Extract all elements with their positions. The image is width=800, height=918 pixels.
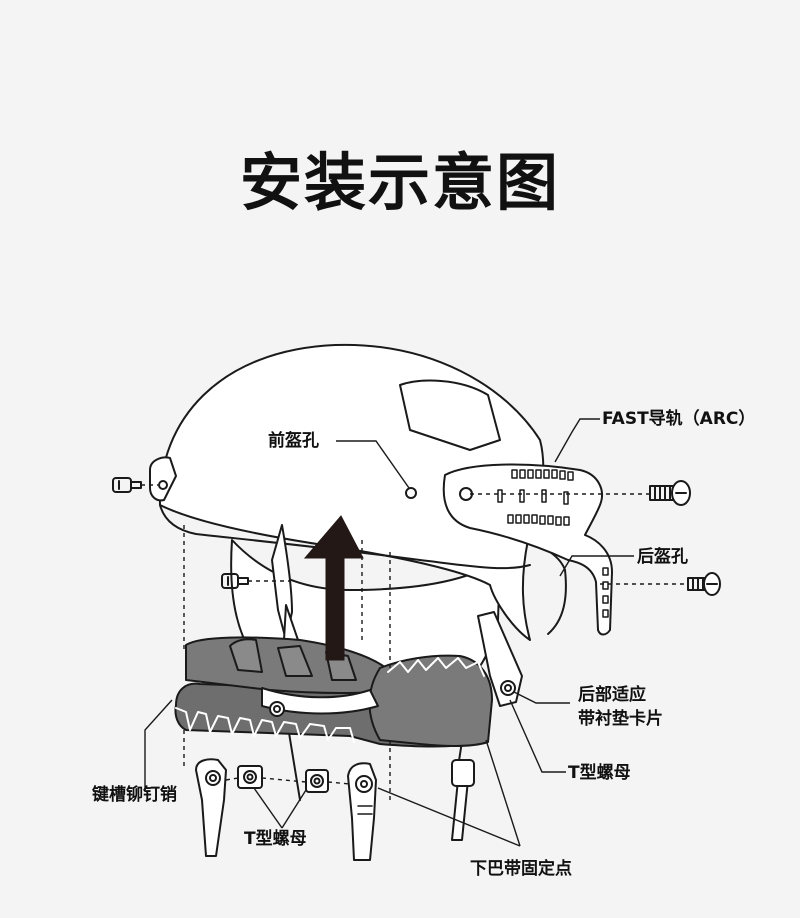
screw-right-top-icon	[649, 480, 691, 506]
label-rear-clip-line2: 带衬垫卡片	[578, 709, 663, 729]
left-strap-rivet	[205, 770, 221, 786]
rear-strap-buckle	[451, 759, 475, 787]
pad-ruffle	[387, 657, 485, 677]
helmet-top-panel	[399, 379, 501, 451]
label-key-rivet: 键槽铆钉销	[92, 785, 177, 805]
rail-slots	[497, 469, 609, 618]
label-front-hole: 前盔孔	[268, 431, 319, 451]
label-rear-hole: 后盔孔	[637, 547, 688, 567]
pad-rivet-1	[269, 701, 285, 717]
t-nut-left-icon	[237, 765, 263, 789]
pad-ring-teeth	[175, 707, 355, 743]
right-strap-rivet	[355, 775, 373, 793]
label-t-nut-right: T型螺母	[568, 763, 631, 783]
front-helmet-hole	[405, 487, 417, 499]
screw-left-top-icon	[112, 477, 142, 493]
rear-clip-nut	[500, 680, 516, 696]
dashed-guide-lines	[141, 484, 688, 800]
front-tab-hole	[158, 480, 168, 490]
pad-strap	[261, 687, 379, 715]
front-tab	[149, 456, 177, 502]
page-title: 安装示意图	[239, 146, 560, 219]
label-chin-point: 下巴带固定点	[470, 859, 572, 879]
label-rear-clip-line1: 后部适应	[578, 685, 646, 705]
t-nut-middle-icon	[305, 769, 329, 793]
label-t-nut-bottom: T型螺母	[244, 829, 307, 849]
leader-lines	[144, 418, 634, 847]
pad-side	[368, 654, 493, 747]
label-fast-rail: FAST导轨（ARC）	[602, 409, 756, 429]
pad-rivet-1-inner	[273, 705, 281, 713]
install-direction-arrow-icon	[303, 515, 364, 661]
pad-top-pieces	[229, 638, 357, 681]
screw-right-bottom-icon	[687, 572, 721, 596]
fast-rail	[442, 463, 613, 636]
